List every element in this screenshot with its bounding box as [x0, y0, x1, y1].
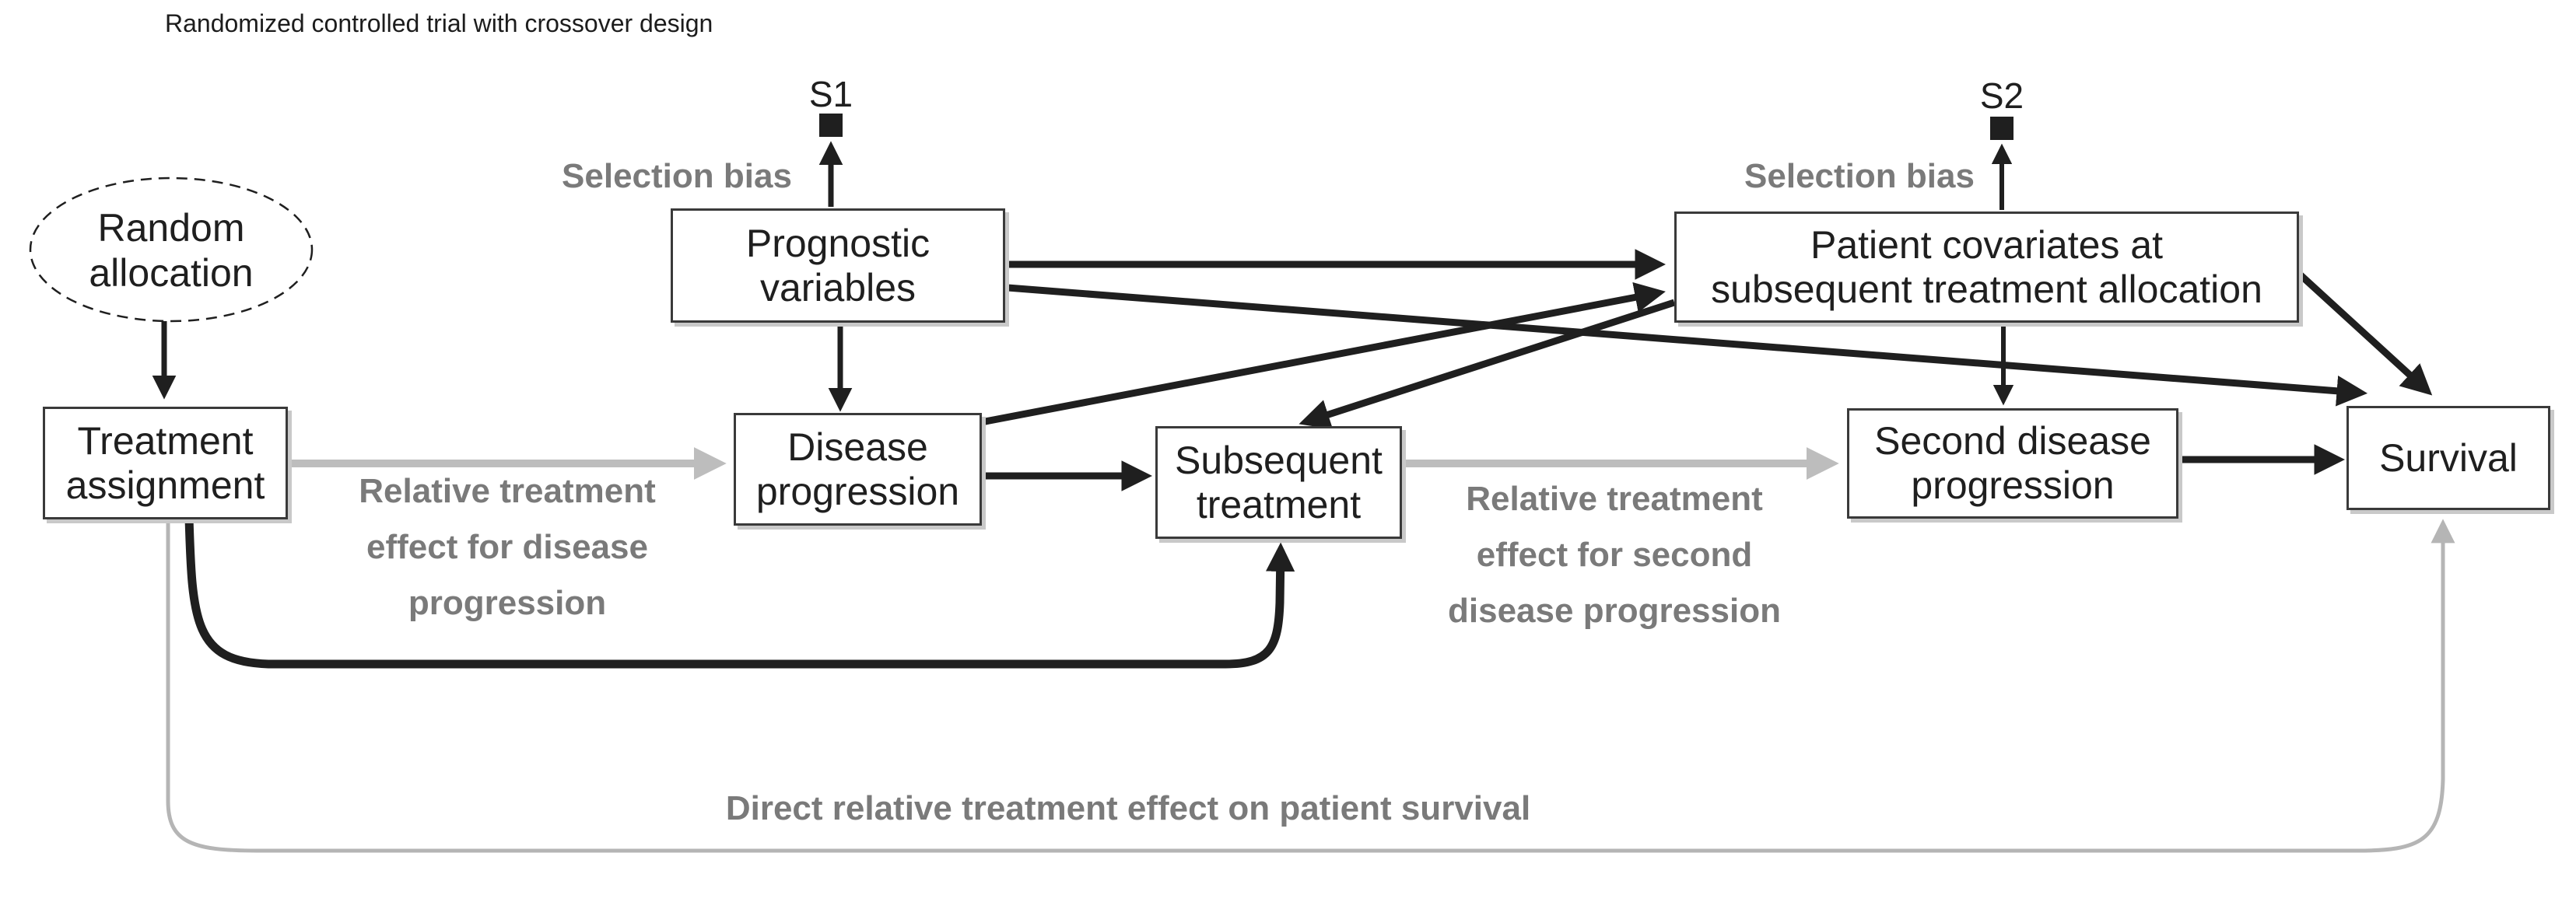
node-random-allocation-label: Random allocation [89, 205, 254, 295]
node-second-disease-progression: Second disease progression [1847, 408, 2178, 519]
selection-bias-label-left: Selection bias [562, 157, 792, 195]
node-patient-covariates: Patient covariates at subsequent treatme… [1674, 212, 2299, 323]
s2-square [1990, 117, 2013, 140]
edge-disease-to-covariates [976, 281, 1666, 427]
edge-treatment-to-survival-direct [166, 518, 2455, 853]
node-subsequent-treatment: Subsequent treatment [1155, 426, 1402, 539]
node-prognostic-variables: Prognostic variables [671, 208, 1005, 323]
s2-label: S2 [1979, 75, 2024, 116]
diagram-title: Randomized controlled trial with crossov… [165, 9, 713, 37]
edge-covariates-to-survival [2296, 271, 2433, 396]
node-survival: Survival [2346, 406, 2550, 510]
edge-covariates-to-subsequent [1299, 299, 1676, 430]
node-treatment-assignment: Treatment assignment [43, 407, 288, 519]
s1-label: S1 [808, 74, 853, 114]
relative-effect-second-label: Relative treatment effect for second dis… [1448, 480, 1781, 630]
node-disease-progression: Disease progression [734, 413, 982, 526]
relative-effect-disease-label: Relative treatment effect for disease pr… [359, 472, 656, 622]
s1-square [819, 114, 843, 137]
direct-effect-label: Direct relative treatment effect on pati… [725, 789, 1531, 827]
edge-prognostic-to-survival [1007, 284, 2368, 407]
selection-bias-label-right: Selection bias [1744, 157, 1975, 195]
edge-treatment-to-subsequent [184, 517, 1295, 669]
random-allocation-ellipse [29, 177, 314, 323]
